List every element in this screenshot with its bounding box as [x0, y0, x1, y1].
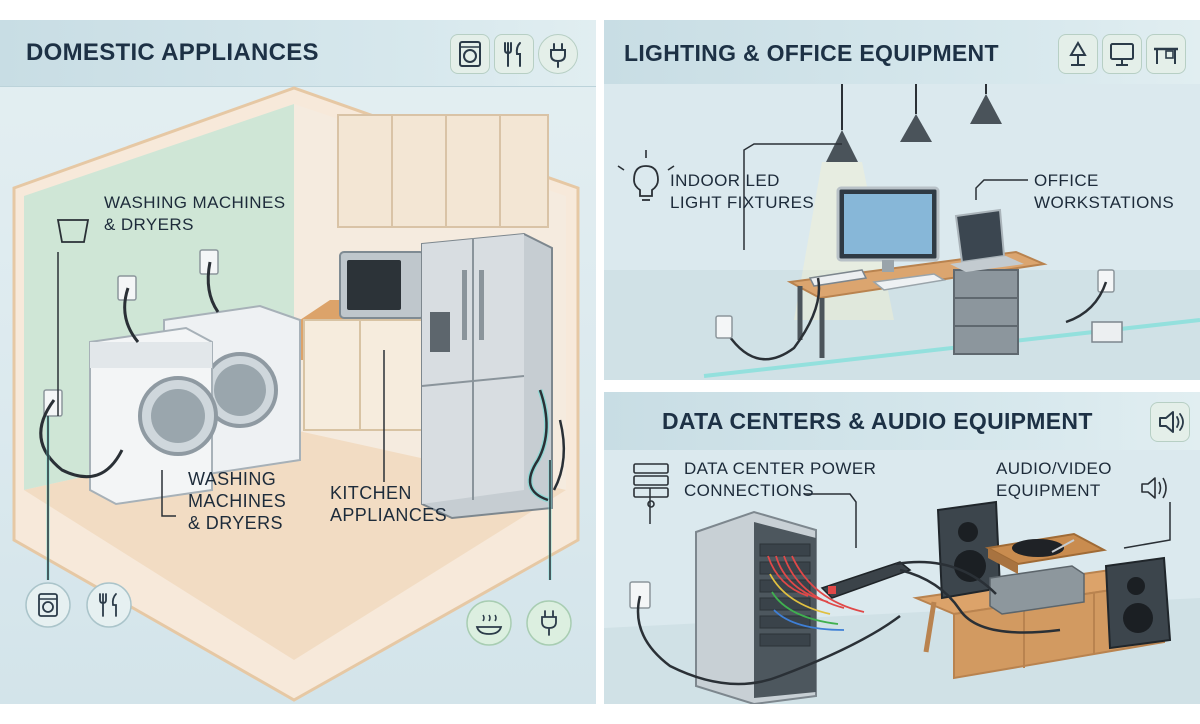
header-band — [604, 392, 1200, 451]
callout-data-center-power: DATA CENTER POWER CONNECTIONS — [684, 459, 877, 500]
desk-icon — [1146, 34, 1186, 74]
power-plug-icon — [538, 34, 578, 74]
power-plug-icon — [526, 600, 572, 646]
fork-knife-icon — [86, 582, 132, 628]
office-illustration — [604, 84, 1200, 380]
panel-title: DATA CENTERS & AUDIO EQUIPMENT — [662, 408, 1093, 434]
room-illustration — [12, 86, 580, 702]
data-centers-audio-panel: DATA CENTERS & AUDIO EQUIPMENT — [604, 392, 1200, 704]
datacenter-illustration — [604, 450, 1200, 704]
callout-washing-machines-bottom: WASHING MACHINES & DRYERS — [188, 469, 287, 533]
speaker-icon — [1150, 402, 1190, 442]
callout-indoor-led: INDOOR LED LIGHT FIXTURES — [670, 171, 815, 212]
cooking-dish-icon — [466, 600, 512, 646]
callout-kitchen-appliances: KITCHEN APPLIANCES — [330, 483, 448, 525]
panel-title: DOMESTIC APPLIANCES — [26, 39, 319, 66]
panel-title: LIGHTING & OFFICE EQUIPMENT — [624, 40, 999, 66]
monitor-icon — [1102, 34, 1142, 74]
header-band — [604, 20, 1200, 85]
washing-machine-icon — [25, 582, 71, 628]
fork-knife-icon — [494, 34, 534, 74]
callout-office-workstations: OFFICE WORKSTATIONS — [1034, 171, 1175, 212]
washing-machine-icon — [450, 34, 490, 74]
callout-washing-machines-top: WASHING MACHINES & DRYERS — [104, 193, 286, 234]
domestic-appliances-panel: DOMESTIC APPLIANCES — [0, 20, 596, 704]
callout-audio-video: AUDIO/VIDEO EQUIPMENT — [996, 459, 1112, 500]
desk-lamp-icon — [1058, 34, 1098, 74]
lighting-office-panel: LIGHTING & OFFICE EQUIPMENT — [604, 20, 1200, 380]
